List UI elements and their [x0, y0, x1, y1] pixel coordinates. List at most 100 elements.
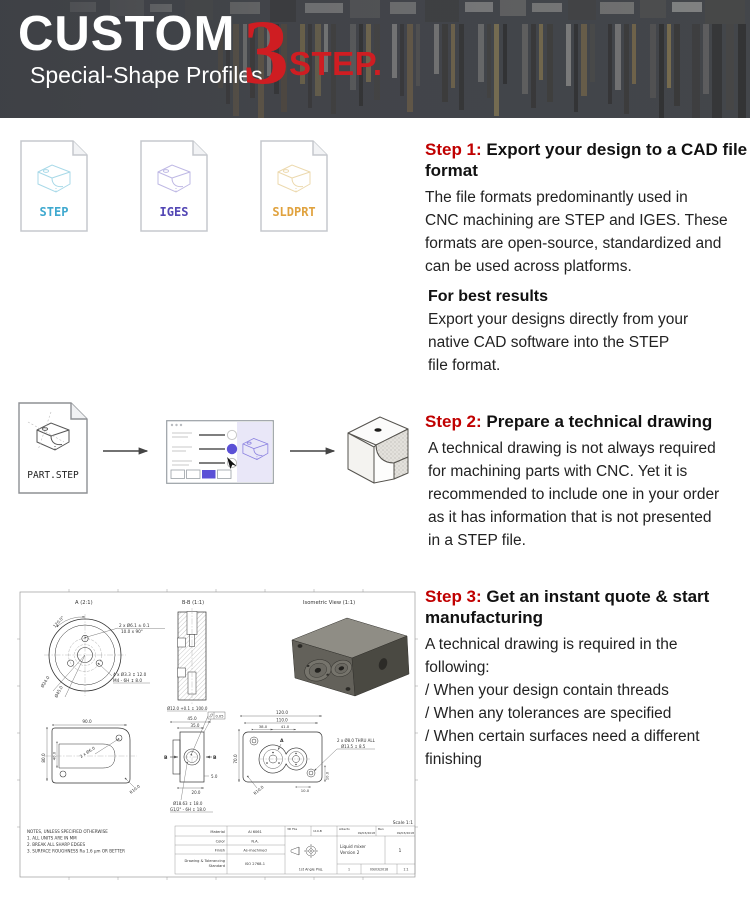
- svg-text:10.0 x 90°: 10.0 x 90°: [121, 629, 143, 634]
- text-line: / When certain surfaces need a different: [425, 728, 700, 745]
- slider-lines[interactable]: [199, 434, 225, 464]
- step2-section: Step 2: Prepare a technical drawing A te…: [425, 411, 749, 552]
- svg-text:Liquid mixer: Liquid mixer: [340, 844, 366, 849]
- svg-text:R10.0: R10.0: [252, 784, 265, 796]
- file-format-icons: STEP IGES SLDPRT: [20, 140, 328, 232]
- text-line: following:: [425, 659, 490, 676]
- svg-text:20.0: 20.0: [192, 790, 201, 795]
- text-line: as it has information that is not presen…: [428, 509, 712, 526]
- step1-section: Step 1: Export your design to a CAD file…: [425, 139, 749, 377]
- first-angle-projection-icon: [290, 844, 318, 858]
- three-step-headline: 3STEP.: [243, 6, 383, 98]
- step1-title: Export your design to a CAD file: [486, 140, 748, 159]
- step-word: STEP.: [289, 45, 383, 82]
- step-number: 3: [243, 1, 289, 103]
- svg-text:Ø18.63 ↧ 18.0: Ø18.63 ↧ 18.0: [173, 801, 203, 806]
- svg-text:NOTES, UNLESS SPECIFIED OTHERW: NOTES, UNLESS SPECIFIED OTHERWISE: [27, 829, 108, 834]
- svg-text:1. ALL UNITS ARE IN MM: 1. ALL UNITS ARE IN MM: [27, 836, 77, 841]
- svg-text:45.0: 45.0: [187, 716, 197, 721]
- window-dot-icon: [170, 423, 174, 427]
- view-side: 45.0 35.0 Ø12.0 +0.1 ↧ 100.0 0.05 B B 5.…: [164, 706, 226, 813]
- svg-text:ISO 2768-1: ISO 2768-1: [245, 862, 265, 866]
- svg-text:120.0: 120.0: [276, 710, 288, 715]
- svg-text:Ø13.5 ↧ 8.5: Ø13.5 ↧ 8.5: [341, 744, 366, 749]
- part-step-file-icon: PART.STEP: [18, 402, 88, 494]
- step3-heading-cont: manufacturing: [425, 608, 544, 627]
- svg-text:Ø24.0: Ø24.0: [40, 675, 51, 689]
- svg-text:09/03/2018: 09/03/2018: [397, 831, 414, 835]
- cad-app-window: [166, 420, 274, 484]
- file-format-label: SLDPRT: [272, 205, 315, 219]
- svg-text:3D File: 3D File: [287, 827, 297, 831]
- step1-label: Step 1:: [425, 140, 482, 159]
- text-line: / When your design contain threads: [425, 682, 669, 699]
- step1-subheading: For best results: [428, 288, 549, 305]
- arrow-right-icon: [290, 447, 336, 455]
- svg-text:1: 1: [348, 868, 350, 872]
- svg-text:110.0: 110.0: [276, 718, 288, 723]
- svg-text:Al 6061: Al 6061: [248, 830, 262, 834]
- text-line: A technical drawing is required in the: [425, 636, 678, 653]
- view-pocket-plate: A 120.0 110.0 38.0 41.0 70.0 10.0 10.0 R…: [233, 710, 376, 796]
- svg-text:5.0: 5.0: [211, 774, 218, 779]
- svg-text:As-machined: As-machined: [243, 849, 266, 853]
- svg-text:10.0: 10.0: [325, 771, 330, 780]
- text-line: Export your designs directly from your: [428, 311, 689, 328]
- step2-label: Step 2:: [425, 412, 482, 431]
- svg-text:0.05: 0.05: [215, 715, 223, 719]
- svg-text:09/03/2018: 09/03/2018: [370, 868, 388, 872]
- svg-text:Standard: Standard: [209, 864, 225, 868]
- text-line: CNC machining are STEP and IGES. These: [425, 212, 728, 229]
- step1-heading-cont: format: [425, 161, 478, 180]
- step-file-icon: STEP: [20, 140, 88, 232]
- svg-text:3. SURFACE ROUGHNESS Ra 1.6: 3. SURFACE ROUGHNESS Ra 1.6 µm OR BETTER: [27, 849, 125, 854]
- svg-text:Color: Color: [216, 840, 226, 844]
- drawing-notes: NOTES, UNLESS SPECIFIED OTHERWISE 1. ALL…: [27, 829, 125, 854]
- step1-heading: Step 1: Export your design to a CAD file: [425, 139, 749, 160]
- svg-text:35.0: 35.0: [191, 723, 200, 728]
- svg-text:2 x Ø8.0 THRU ALL: 2 x Ø8.0 THRU ALL: [337, 738, 376, 743]
- text-line: can be used across platforms.: [425, 258, 632, 275]
- svg-text:Version 2: Version 2: [340, 850, 360, 855]
- step2-title: Prepare a technical drawing: [486, 412, 713, 431]
- machined-part-3d: [347, 416, 409, 484]
- svg-text:09/03/2018: 09/03/2018: [358, 831, 375, 835]
- cursor-icon: [227, 457, 237, 469]
- step3-title: Get an instant quote & start: [486, 587, 710, 606]
- part-step-label: PART.STEP: [27, 470, 79, 481]
- svg-text:G1/2" - 6H ↧ 18.0: G1/2" - 6H ↧ 18.0: [170, 807, 206, 812]
- svg-text:Drawing & Tolerancing: Drawing & Tolerancing: [184, 859, 225, 863]
- text-line: / When any tolerances are specified: [425, 705, 672, 722]
- button-row[interactable]: [170, 469, 232, 479]
- svg-text:B: B: [213, 755, 217, 761]
- step2-heading: Step 2: Prepare a technical drawing: [425, 411, 749, 432]
- brand-title: CUSTOM: [18, 7, 236, 61]
- svg-text:80.0: 80.0: [41, 753, 46, 763]
- svg-text:70.0: 70.0: [233, 754, 238, 764]
- primary-button: [202, 470, 216, 479]
- svg-text:M4 - 6H ↧ 8.0: M4 - 6H ↧ 8.0: [113, 678, 142, 683]
- svg-text:1: 1: [399, 848, 402, 854]
- brand-subtitle: Special-Shape Profiles: [30, 62, 263, 88]
- step1-body: The file formats predominantly used in C…: [425, 186, 749, 278]
- svg-text:Alberto: Alberto: [339, 827, 350, 831]
- step3-section: Step 3: Get an instant quote & start man…: [425, 586, 749, 771]
- step1-subbody: Export your designs directly from your n…: [425, 308, 749, 377]
- step3-label: Step 3:: [425, 587, 482, 606]
- svg-text:Ø12.0 +0.1 ↧ 100.0: Ø12.0 +0.1 ↧ 100.0: [167, 706, 208, 711]
- profiles-photo: [0, 0, 750, 118]
- svg-text:90.0: 90.0: [82, 719, 92, 724]
- step3-body: A technical drawing is required in the f…: [425, 633, 749, 771]
- svg-text:Isometric View (1:1): Isometric View (1:1): [303, 600, 355, 606]
- option-circle-selected[interactable]: [226, 443, 238, 455]
- flatness-callout: 0.05: [203, 711, 226, 733]
- title-block: Scale 1:1 Material Al 6061 Color: [174, 820, 416, 875]
- view-bb-section: B-B (1:1): [177, 600, 207, 704]
- text-line: file format.: [428, 357, 501, 374]
- svg-text:N.A.: N.A.: [251, 840, 258, 844]
- svg-text:41.0: 41.0: [281, 724, 290, 729]
- sldprt-file-icon: SLDPRT: [260, 140, 328, 232]
- option-circle[interactable]: [226, 429, 238, 441]
- svg-text:B: B: [164, 755, 168, 761]
